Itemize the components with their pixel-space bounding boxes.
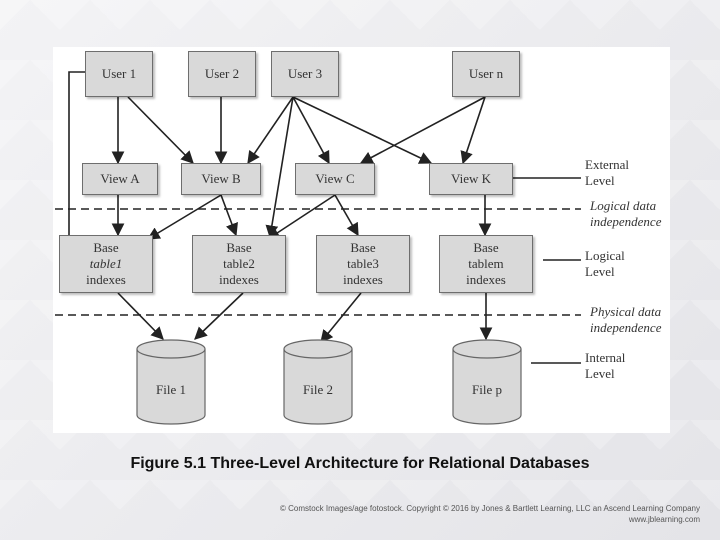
logical-independence-line2: independence xyxy=(590,214,662,229)
user-1-label: User 1 xyxy=(101,66,137,81)
arrow-viewC-table2 xyxy=(266,194,336,240)
user-n-box: User n xyxy=(452,51,520,97)
base-table-m-box: Base tablem indexes xyxy=(439,235,533,293)
user-2-box: User 2 xyxy=(188,51,256,97)
arrow-table1-file1 xyxy=(117,292,164,340)
base-table-1-line3: indexes xyxy=(86,272,126,287)
arrow-viewB-table2 xyxy=(220,194,238,237)
copyright-credit: © Comstock Images/age fotostock. Copyrig… xyxy=(280,503,700,525)
base-table-m-line1: Base xyxy=(473,240,499,255)
base-table-3-line1: Base xyxy=(350,240,376,255)
arrow-usern-viewK xyxy=(460,96,486,165)
base-table-2-line3: indexes xyxy=(219,272,259,287)
arrow-user3-viewB xyxy=(247,96,294,165)
user-2-label: User 2 xyxy=(204,66,240,81)
internal-level-label: Internal Level xyxy=(585,350,625,382)
internal-level-line2: Level xyxy=(585,366,615,381)
arrow-viewC-table3 xyxy=(334,194,359,237)
view-a-label: View A xyxy=(100,171,140,186)
arrow-user3-viewK xyxy=(292,96,433,164)
base-table-2-line2: table2 xyxy=(223,256,255,271)
arrow-user3-viewC xyxy=(292,96,330,165)
base-table-m-line2: tablem xyxy=(468,256,504,271)
base-table-2-box: Base table2 indexes xyxy=(192,235,286,293)
file1-cylinder-shape xyxy=(136,339,206,425)
arrow-table2-file1 xyxy=(194,292,244,340)
credit-line-2: www.jblearning.com xyxy=(628,515,700,524)
file2-cylinder-shape xyxy=(283,339,353,425)
external-level-line2: Level xyxy=(585,173,615,188)
arrow-user1-viewB xyxy=(127,96,194,164)
arrow-usern-viewC xyxy=(359,96,486,164)
arrow-table3-file2 xyxy=(320,292,362,343)
file-p-label: File p xyxy=(472,382,502,397)
view-a-box: View A xyxy=(82,163,158,195)
credit-line-1: © Comstock Images/age fotostock. Copyrig… xyxy=(279,504,700,513)
file-1-label: File 1 xyxy=(156,382,186,397)
user-1-box: User 1 xyxy=(85,51,153,97)
base-table-2-line1: Base xyxy=(226,240,252,255)
base-table-1-box: Base table1 indexes xyxy=(59,235,153,293)
view-k-box: View K xyxy=(429,163,513,195)
view-c-label: View C xyxy=(315,171,355,186)
architecture-diagram: User 1 User 2 User 3 User n View A View … xyxy=(53,47,670,433)
base-table-3-box: Base table3 indexes xyxy=(316,235,410,293)
view-b-box: View B xyxy=(181,163,261,195)
internal-level-line1: Internal xyxy=(585,350,626,365)
view-c-box: View C xyxy=(295,163,375,195)
external-level-line1: External xyxy=(585,157,630,172)
arrow-user3-table2 xyxy=(265,96,294,239)
logical-level-line1: Logical xyxy=(585,248,625,263)
logical-independence-label: Logical data independence xyxy=(590,198,661,230)
physical-independence-line1: Physical data xyxy=(590,304,662,319)
user-n-label: User n xyxy=(468,66,504,81)
view-b-label: View B xyxy=(201,171,241,186)
physical-independence-line2: independence xyxy=(590,320,662,335)
base-table-1-line1: Base xyxy=(93,240,119,255)
base-table-m-line3: indexes xyxy=(466,272,506,287)
logical-level-line2: Level xyxy=(585,264,615,279)
view-k-label: View K xyxy=(450,171,491,186)
user-3-label: User 3 xyxy=(287,66,323,81)
user-3-box: User 3 xyxy=(271,51,339,97)
base-table-3-line2: table3 xyxy=(347,256,379,271)
filep-cylinder-shape xyxy=(452,339,522,425)
connector-layer xyxy=(55,71,581,425)
external-level-label: External Level xyxy=(585,157,629,189)
figure-caption: Figure 5.1 Three-Level Architecture for … xyxy=(130,455,590,472)
arrow-viewB-table1 xyxy=(146,194,222,240)
logical-level-label: Logical Level xyxy=(585,248,625,280)
file-2-label: File 2 xyxy=(303,382,333,397)
logical-independence-line1: Logical data xyxy=(590,198,657,213)
base-table-3-line3: indexes xyxy=(343,272,383,287)
physical-independence-label: Physical data independence xyxy=(590,304,661,336)
base-table-1-line2: table1 xyxy=(89,256,123,271)
